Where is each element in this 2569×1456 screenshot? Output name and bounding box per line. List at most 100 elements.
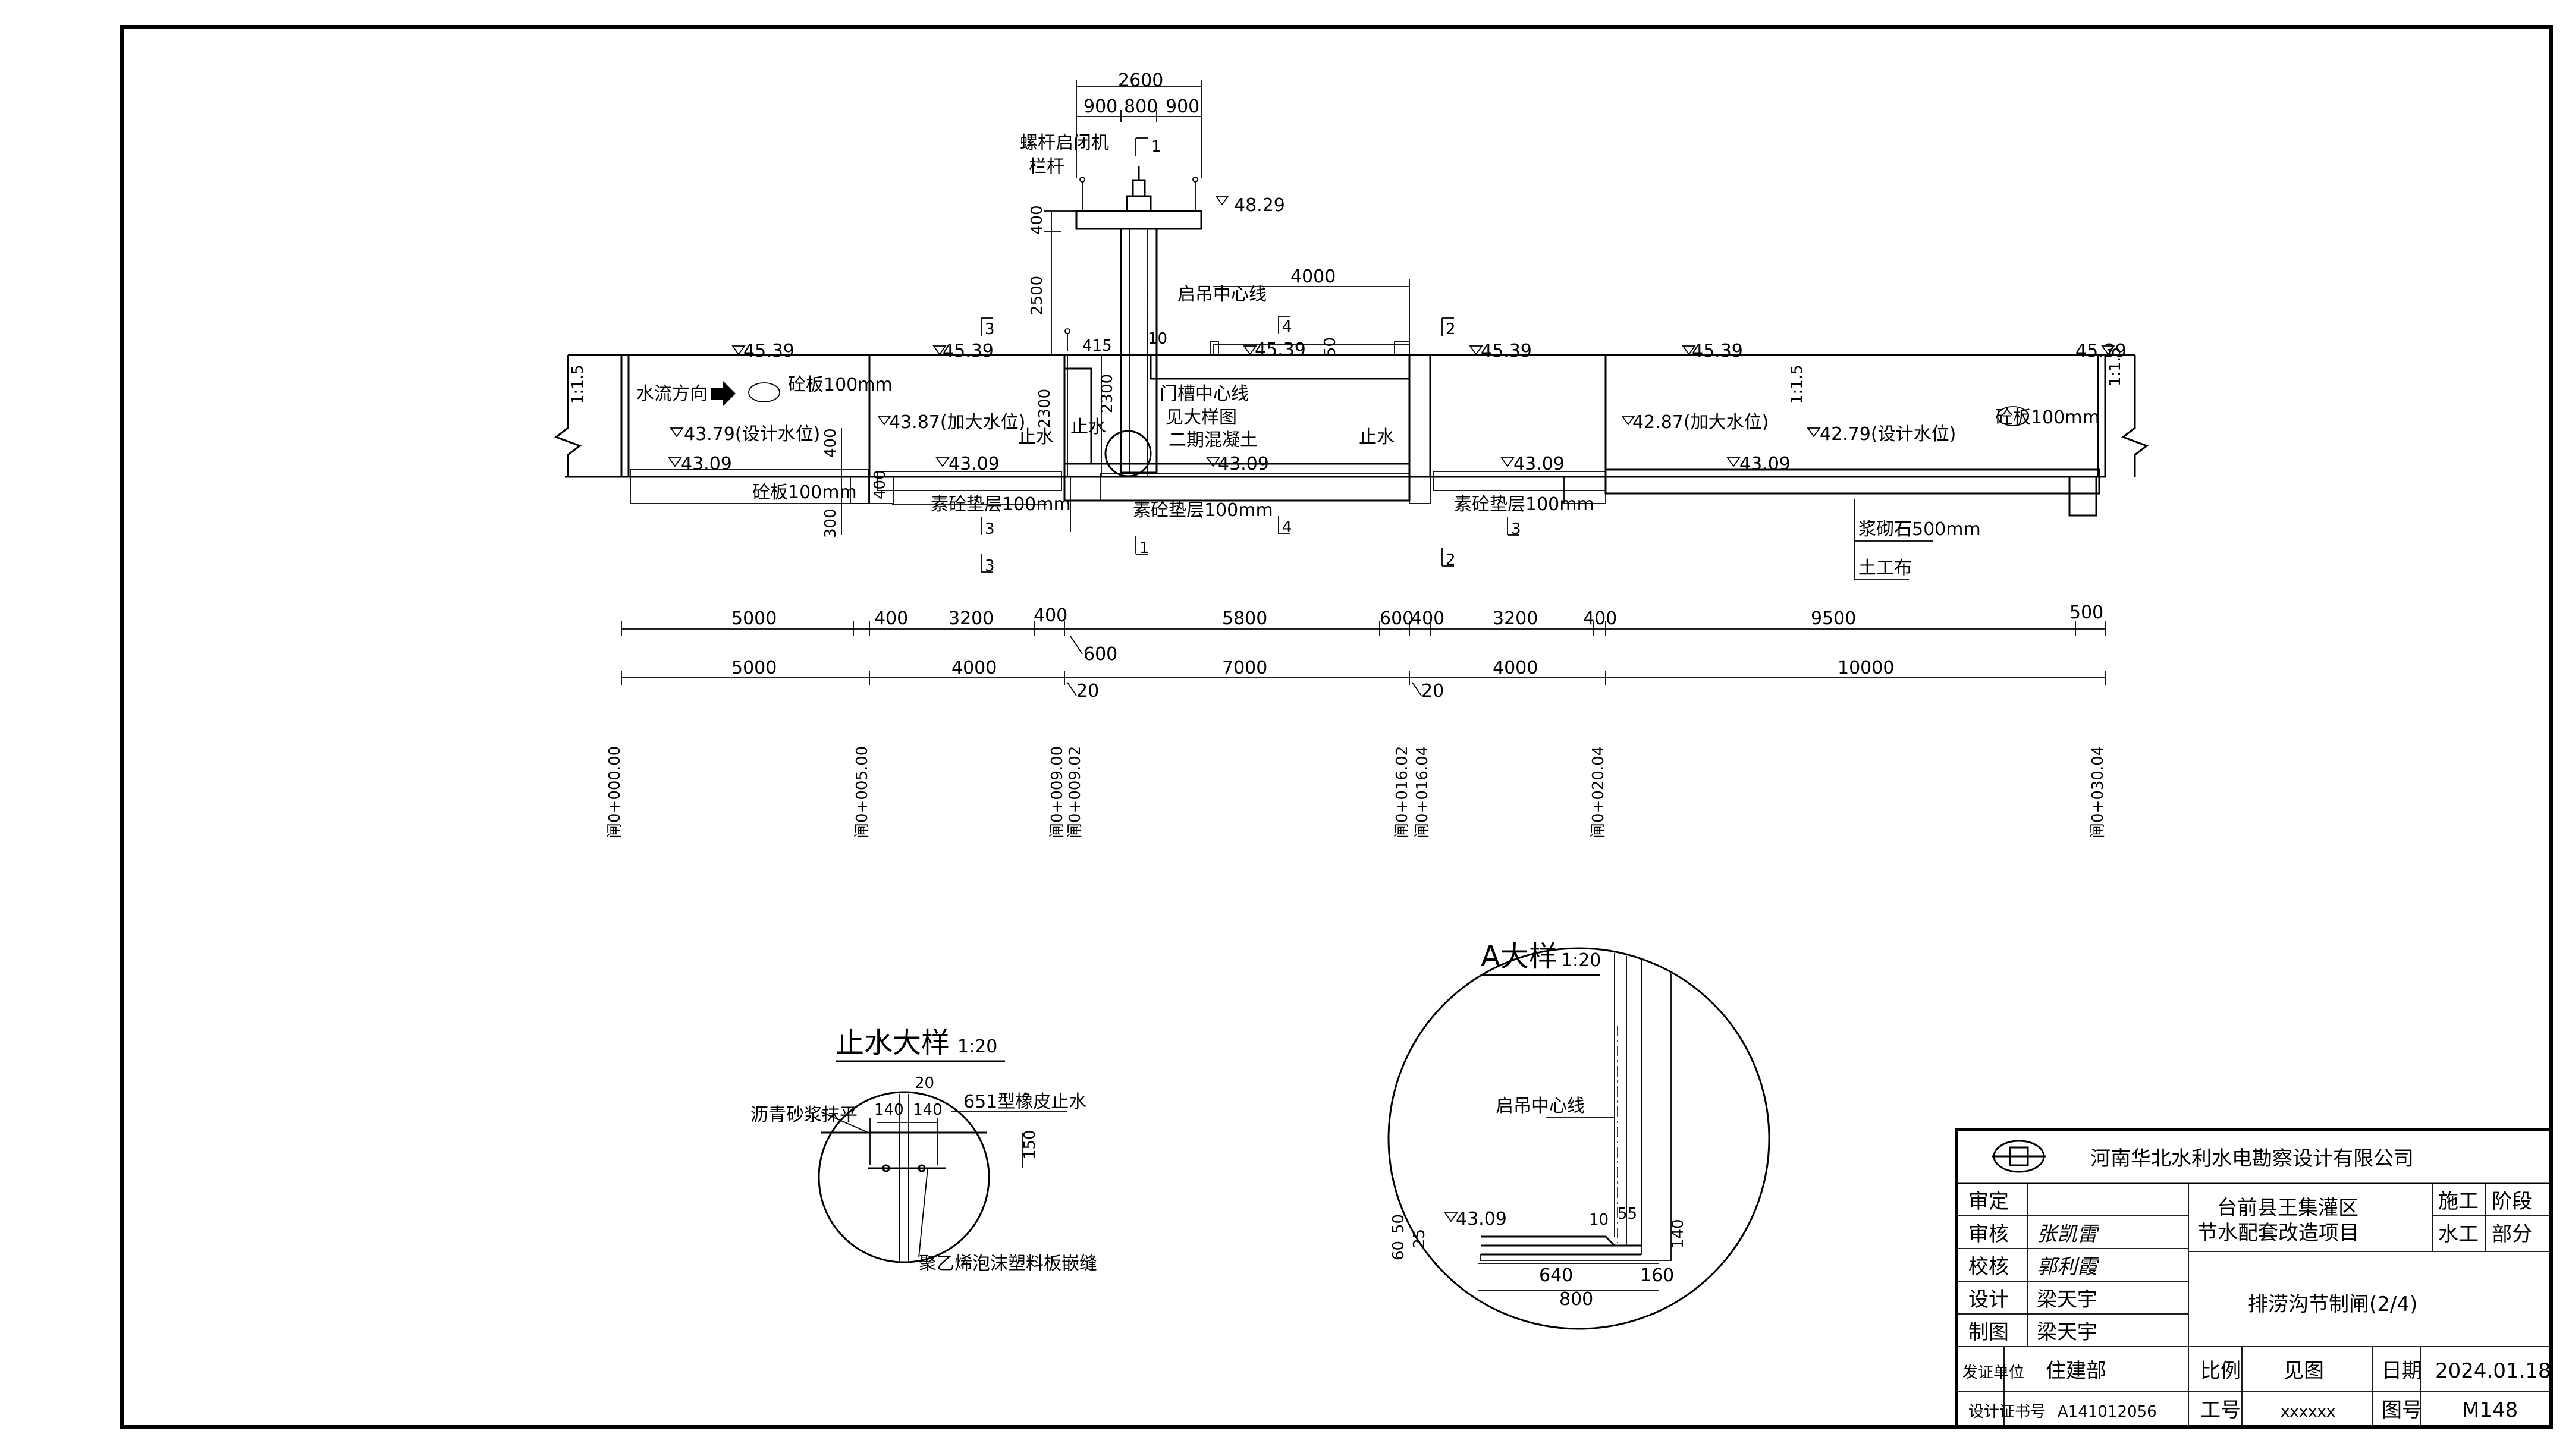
svg-text:10: 10 [1589,1211,1609,1229]
svg-text:审定: 审定 [1968,1190,2009,1213]
svg-text:1: 1 [1139,539,1150,557]
svg-text:640: 640 [1539,1265,1573,1286]
svg-text:7000: 7000 [1222,658,1267,678]
svg-text:砼板100mm: 砼板100mm [1995,407,2100,428]
svg-text:设计证书号: 设计证书号 [1968,1403,2046,1421]
svg-text:闸0+009.00: 闸0+009.00 [1048,746,1066,838]
svg-text:1:1.5: 1:1.5 [569,364,587,404]
svg-text:400: 400 [1034,605,1067,626]
svg-text:设计: 设计 [1968,1288,2009,1312]
svg-text:土工布: 土工布 [1858,558,1912,578]
svg-text:3: 3 [985,520,995,538]
svg-text:20: 20 [915,1074,934,1092]
svg-text:张凯雷: 张凯雷 [2037,1222,2100,1246]
svg-text:10000: 10000 [1838,658,1894,678]
svg-text:43.09: 43.09 [681,454,732,474]
svg-text:43.79(设计水位): 43.79(设计水位) [684,424,820,445]
svg-text:415: 415 [1082,337,1112,355]
svg-text:闸0+009.02: 闸0+009.02 [1066,746,1084,838]
svg-text:140: 140 [874,1101,904,1119]
svg-text:43.87(加大水位): 43.87(加大水位) [889,412,1025,433]
svg-text:施工: 施工 [2438,1190,2479,1213]
svg-text:闸0+005.00: 闸0+005.00 [853,746,871,838]
svg-text:600: 600 [1380,608,1414,629]
company-name: 河南华北水利水电勘察设计有限公司 [2090,1147,2414,1171]
svg-text:800: 800 [1124,96,1158,117]
dim-2600: 2600 [1118,70,1163,91]
svg-text:300: 300 [822,508,840,538]
svg-text:校核: 校核 [1968,1255,2009,1279]
svg-text:砼板100mm: 砼板100mm [752,482,857,503]
drawing-title: 排涝沟节制闸(2/4) [2248,1293,2417,1316]
svg-text:水流方向: 水流方向 [636,383,708,404]
svg-text:3200: 3200 [1493,608,1538,629]
svg-text:1: 1 [1151,138,1161,156]
svg-text:45.39: 45.39 [1255,339,1306,360]
svg-text:工号: 工号 [2200,1398,2241,1422]
svg-text:素砼垫层100mm: 素砼垫层100mm [1133,500,1273,521]
flow-arrow-icon [711,380,736,407]
svg-text:发证单位: 发证单位 [1962,1364,2024,1382]
waterstop-detail: 止水大样 1:20 沥青砂浆抹平 651型橡皮止水 聚乙烯泡沫塑料板嵌缝 20 … [750,1026,1097,1274]
svg-text:沥青砂浆抹平: 沥青砂浆抹平 [750,1105,858,1125]
svg-text:日期: 日期 [2382,1359,2422,1383]
svg-text:1:20: 1:20 [957,1036,997,1057]
svg-text:60: 60 [1390,1241,1408,1260]
svg-text:651型橡皮止水: 651型橡皮止水 [963,1092,1086,1112]
label-hoist: 螺杆启闭机 [1020,133,1109,153]
svg-text:45.39: 45.39 [1481,341,1532,361]
svg-text:4000: 4000 [1290,266,1336,287]
svg-text:见图: 见图 [2284,1359,2324,1383]
svg-text:900: 900 [1083,96,1117,117]
label-railing: 栏杆 [1029,156,1064,177]
svg-text:图号: 图号 [2382,1398,2422,1422]
detail-a-circle [1104,430,1152,477]
svg-text:制图: 制图 [1968,1320,2009,1344]
slab-symbol-icon [748,382,780,402]
svg-text:20: 20 [1076,681,1099,702]
svg-text:郭利霞: 郭利霞 [2037,1255,2100,1279]
svg-text:砼板100mm: 砼板100mm [788,375,893,395]
svg-text:45.39: 45.39 [1692,341,1743,361]
svg-text:50: 50 [1390,1214,1408,1234]
svg-text:2: 2 [1446,551,1456,569]
svg-text:43.09: 43.09 [1739,454,1791,474]
svg-text:4: 4 [1282,318,1292,336]
svg-text:1:1.5: 1:1.5 [1788,364,1806,404]
svg-text:2024.01.18: 2024.01.18 [2435,1359,2551,1383]
sheet-border [120,25,2553,1429]
svg-text:50: 50 [1321,337,1339,357]
svg-text:3200: 3200 [949,608,994,629]
hoist-platform [1075,210,1202,230]
svg-text:400: 400 [1411,608,1444,629]
svg-text:2300: 2300 [1098,374,1116,413]
svg-text:140: 140 [1669,1219,1687,1249]
svg-text:止水: 止水 [1018,427,1054,448]
svg-text:43.09: 43.09 [949,454,1000,474]
svg-text:启吊中心线: 启吊中心线 [1177,284,1267,305]
svg-text:25: 25 [1411,1229,1428,1249]
svg-text:水工: 水工 [2438,1222,2479,1246]
svg-text:45.39: 45.39 [943,341,994,361]
svg-text:xxxxxx: xxxxxx [2281,1403,2335,1421]
svg-text:阶段: 阶段 [2492,1190,2532,1213]
svg-text:43.09: 43.09 [1456,1209,1507,1229]
svg-text:M148: M148 [2462,1398,2518,1422]
svg-text:45.39: 45.39 [2075,341,2127,361]
svg-text:比例: 比例 [2200,1359,2241,1383]
svg-text:10: 10 [1148,330,1167,348]
svg-text:5000: 5000 [731,608,777,629]
hoist-machine [1126,195,1152,211]
svg-text:43.09: 43.09 [1513,454,1565,474]
svg-text:160: 160 [1640,1265,1674,1286]
svg-text:住建部: 住建部 [2046,1359,2106,1383]
svg-text:20: 20 [1421,681,1444,702]
svg-text:启吊中心线: 启吊中心线 [1496,1096,1585,1117]
svg-text:500: 500 [2069,602,2103,623]
svg-text:45.39: 45.39 [743,341,794,361]
title-block: 河南华北水利水电勘察设计有限公司 审定 审核 校核 设计 制图 张凯 [1955,1128,2553,1429]
hoist-column [1120,228,1158,474]
svg-text:审核: 审核 [1968,1222,2009,1246]
